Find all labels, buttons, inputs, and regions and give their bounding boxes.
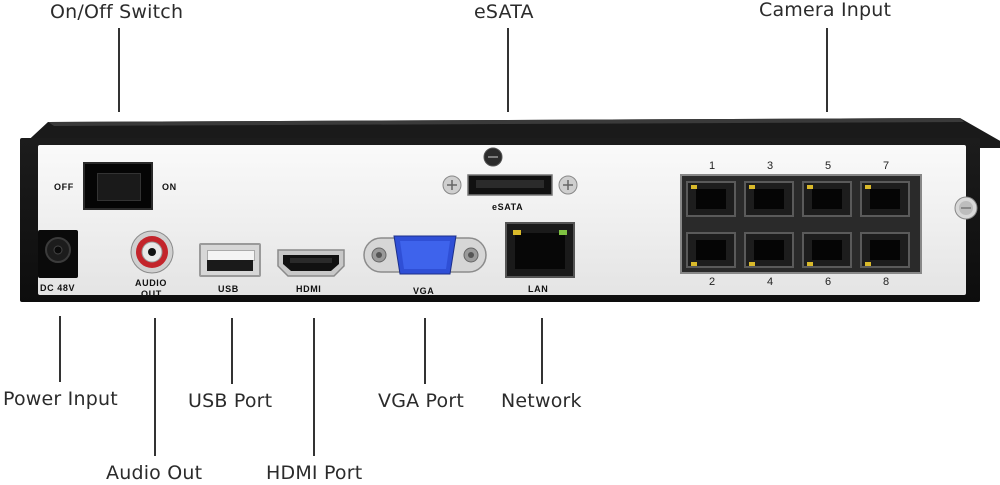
port-number: 7 <box>882 160 890 172</box>
port-led <box>807 262 813 266</box>
callout-camera-input: Camera Input <box>759 0 892 21</box>
hdmi-label: HDMI <box>296 284 322 294</box>
port-led <box>865 262 871 266</box>
lan-label: LAN <box>528 284 549 294</box>
esata-label: eSATA <box>492 202 524 212</box>
leader-camera-input <box>826 28 828 112</box>
callout-hdmi-port: HDMI Port <box>266 462 363 484</box>
lan-led-left <box>513 230 521 235</box>
power-input-jack[interactable] <box>38 230 78 278</box>
side-screw-icon <box>954 196 978 220</box>
rocker <box>97 173 141 201</box>
callout-usb-port: USB Port <box>188 390 273 412</box>
port-number: 3 <box>766 160 774 172</box>
callout-audio-out: Audio Out <box>106 462 203 484</box>
leader-hdmi-port <box>313 318 315 456</box>
callout-vga-port: VGA Port <box>378 390 465 412</box>
camera-port-1[interactable] <box>686 181 736 217</box>
port-number: 6 <box>824 276 832 288</box>
lan-cavity <box>515 233 565 269</box>
port-number: 5 <box>824 160 832 172</box>
callout-on-off-switch: On/Off Switch <box>50 1 184 23</box>
camera-port-8[interactable] <box>860 232 910 268</box>
usb-port[interactable] <box>199 243 261 277</box>
leader-vga-port <box>424 318 426 384</box>
port-cavity <box>754 189 784 209</box>
camera-port-2[interactable] <box>686 232 736 268</box>
camera-port-7[interactable] <box>860 181 910 217</box>
port-cavity <box>696 189 726 209</box>
port-led <box>691 262 697 266</box>
port-led <box>749 262 755 266</box>
port-cavity <box>754 240 784 260</box>
usb-label: USB <box>218 284 239 294</box>
switch-off-label: OFF <box>54 182 74 192</box>
dc-label: DC 48V <box>40 283 76 293</box>
port-number: 4 <box>766 276 774 288</box>
esata-port[interactable] <box>438 170 582 200</box>
port-cavity <box>812 189 842 209</box>
power-switch[interactable] <box>83 162 153 210</box>
camera-port-3[interactable] <box>744 181 794 217</box>
vga-port[interactable] <box>362 232 488 278</box>
lan-led-right <box>559 230 567 235</box>
top-screw-icon <box>483 147 503 167</box>
audio-label-line1: AUDIO <box>135 278 167 288</box>
leader-esata <box>507 28 509 112</box>
usb-cavity <box>207 260 253 271</box>
audio-label-line2: OUT <box>141 289 162 299</box>
leader-power-input <box>59 316 61 382</box>
hdmi-port[interactable] <box>276 248 346 278</box>
leader-usb-port <box>231 318 233 384</box>
audio-out-jack[interactable] <box>129 229 175 275</box>
port-cavity <box>870 240 900 260</box>
port-cavity <box>812 240 842 260</box>
camera-port-5[interactable] <box>802 181 852 217</box>
port-cavity <box>696 240 726 260</box>
port-number: 8 <box>882 276 890 288</box>
camera-port-6[interactable] <box>802 232 852 268</box>
callout-power-input: Power Input <box>3 388 118 410</box>
camera-port-4[interactable] <box>744 232 794 268</box>
leader-audio-out <box>154 318 156 456</box>
port-cavity <box>870 189 900 209</box>
port-led <box>865 185 871 189</box>
port-led <box>749 185 755 189</box>
port-led <box>691 185 697 189</box>
leader-network <box>541 318 543 384</box>
port-led <box>807 185 813 189</box>
port-number: 1 <box>708 160 716 172</box>
callout-network: Network <box>501 390 582 412</box>
callout-esata: eSATA <box>474 1 534 23</box>
dc-jack-icon <box>45 237 71 263</box>
switch-on-label: ON <box>162 182 177 192</box>
port-number: 2 <box>708 276 716 288</box>
lan-port[interactable] <box>505 222 575 278</box>
vga-label: VGA <box>413 286 435 296</box>
leader-on-off-switch <box>118 28 120 112</box>
